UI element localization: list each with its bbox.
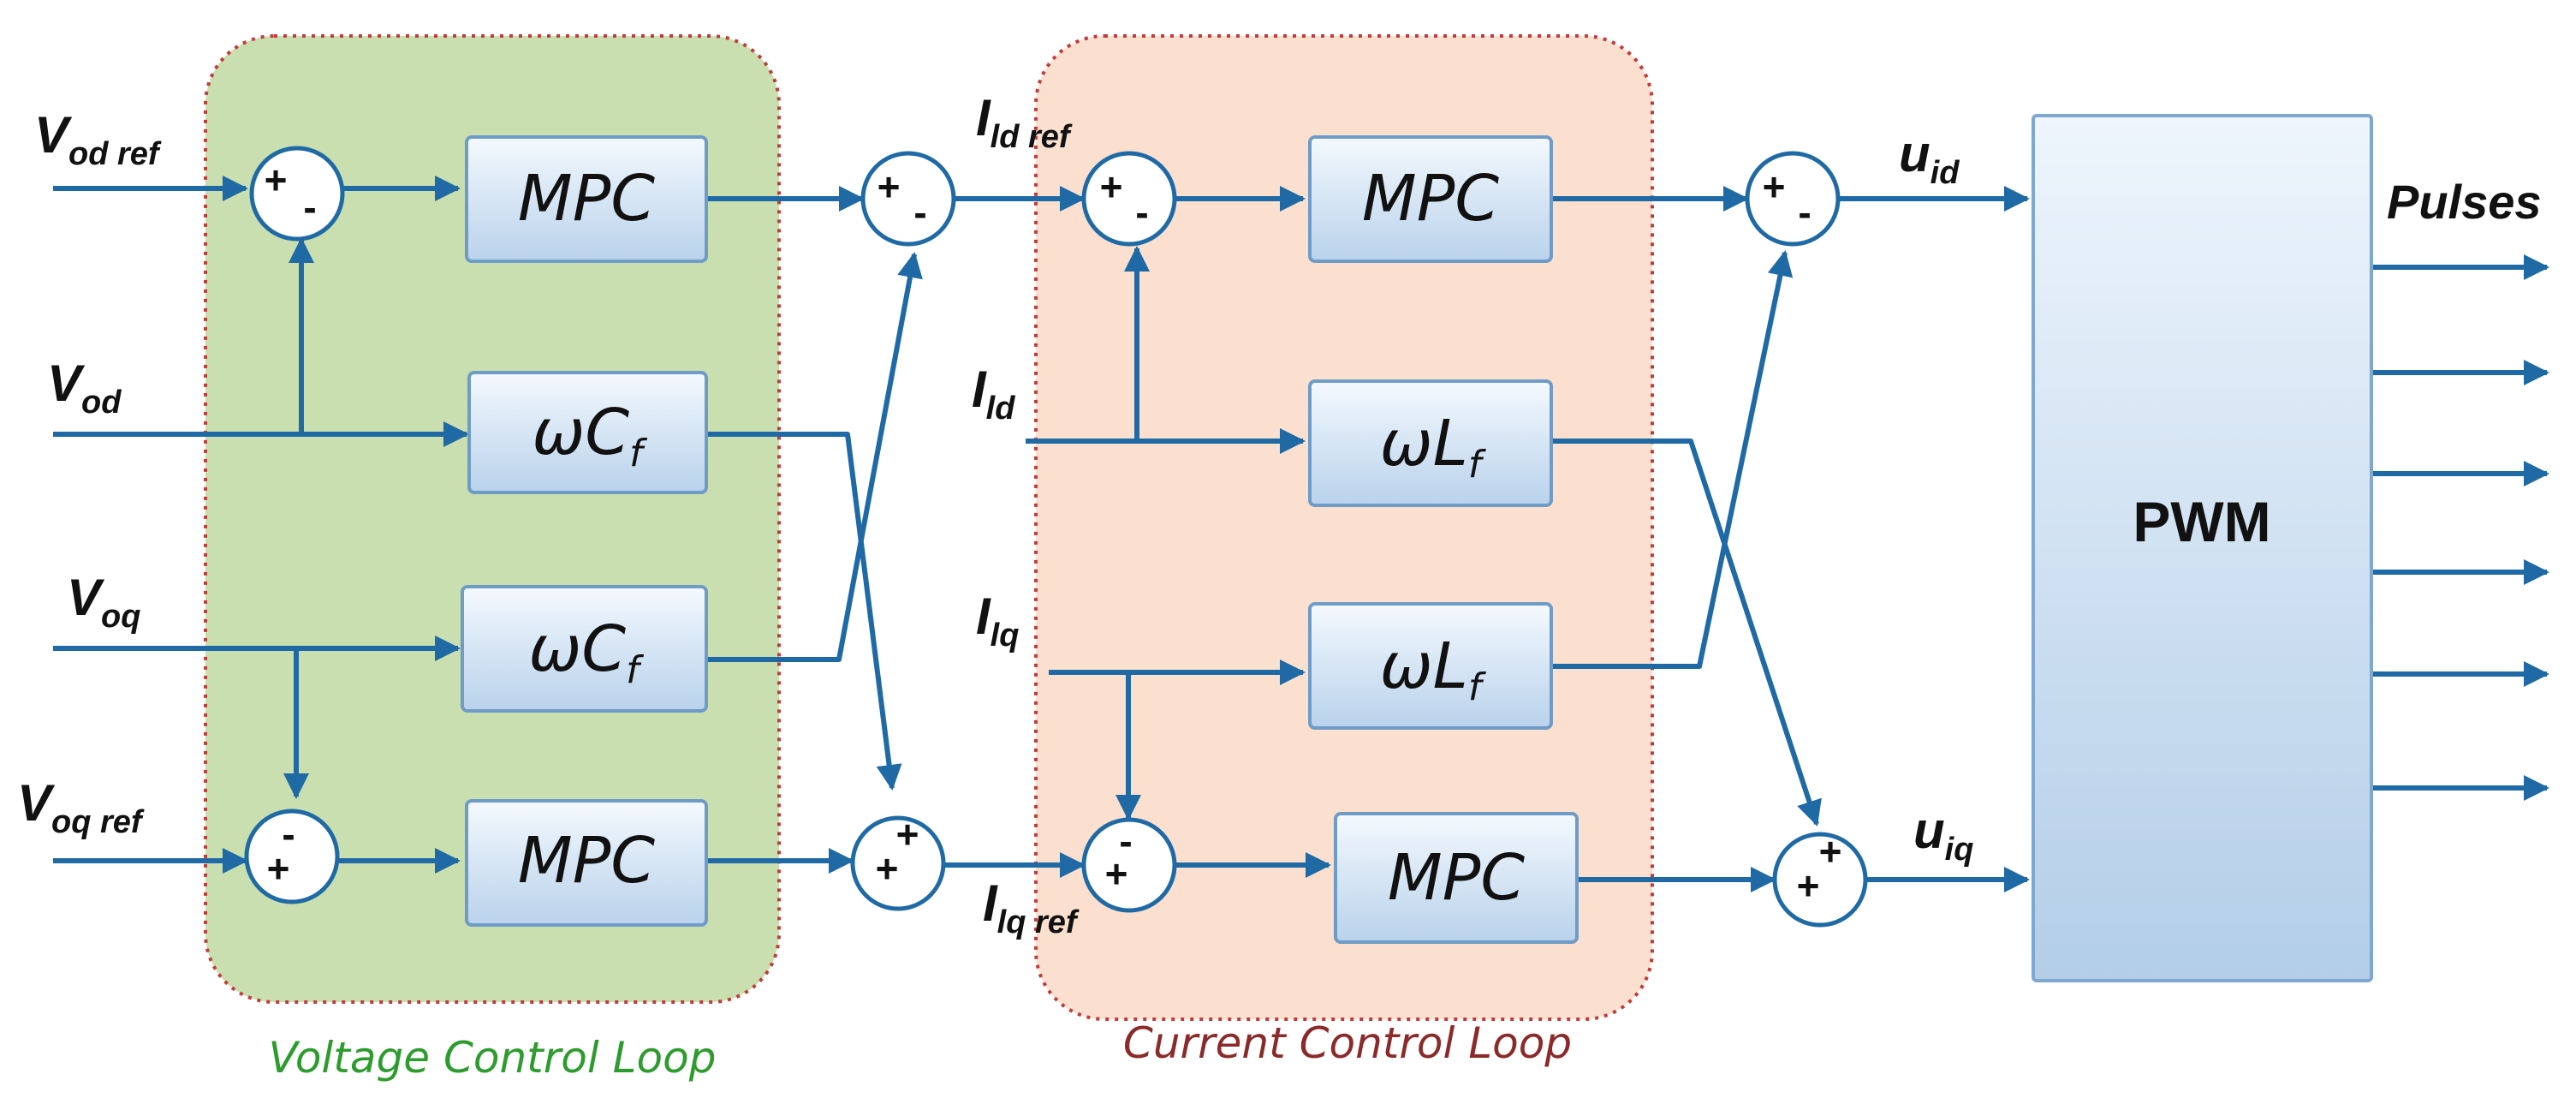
sum-junction-iq-ref: + + [850,812,946,911]
wire-wlf2-cross [1551,250,1794,669]
svg-text:-: - [1135,190,1148,235]
svg-text:MPC: MPC [1388,841,1525,915]
sum-junction-iq: - + [1081,817,1177,913]
svg-text:+: + [1100,164,1123,209]
sum-junction-ud: + - [1745,151,1841,247]
mpc-block-voltage-d: MPC [465,135,708,263]
pwm-block: PWM [2032,114,2373,982]
sum-junction-id: + - [1081,151,1177,247]
svg-text:+: + [265,158,288,202]
svg-text:+: + [876,846,899,891]
svg-text:-: - [1119,819,1132,863]
current-loop-region [1034,34,1654,1021]
label-pulses: Pulses [2387,175,2542,229]
label-ild-ref: Ild ref [976,89,1073,155]
label-ild: Ild [972,361,1015,427]
svg-text:+: + [1105,851,1128,896]
svg-text:-: - [913,190,926,235]
svg-text:ωLf: ωLf [1380,630,1487,709]
voltage-loop-label: Voltage Control Loop [269,1033,717,1083]
label-voq-ref: Voq ref [17,774,145,840]
sum-junction-uq: + + [1772,829,1868,928]
current-loop-label: Current Control Loop [1123,1018,1572,1068]
wire-wlf1-cross [1551,439,1822,827]
svg-text:ωCf: ωCf [532,396,648,475]
svg-text:+: + [1763,164,1786,209]
svg-text:+: + [896,812,919,856]
svg-text:-: - [282,812,294,856]
wire-wcf1-cross [706,432,902,791]
svg-text:-: - [1798,190,1811,235]
svg-text:+: + [878,164,901,209]
sum-junction-vq: - + [244,809,340,904]
wcf-block-q: ωCf [461,585,708,713]
voltage-loop-region [204,34,781,1004]
wlf-block-q: ωLf [1308,602,1553,730]
wlf-block-d: ωLf [1308,379,1553,507]
svg-text:MPC: MPC [518,824,655,898]
svg-text:+: + [267,846,290,891]
wcf-block-d: ωCf [467,371,708,494]
label-uid: uid [1899,125,1960,191]
svg-text:PWM: PWM [2133,490,2270,553]
mpc-block-current-q: MPC [1334,812,1579,944]
svg-text:+: + [1797,863,1820,908]
label-ilq: Ilq [976,588,1019,653]
svg-text:ωLf: ωLf [1380,407,1487,486]
svg-text:+: + [1819,829,1842,874]
mpc-block-current-d: MPC [1308,135,1553,263]
svg-text:ωCf: ωCf [528,612,645,692]
label-uiq: uiq [1913,802,1973,868]
label-ilq-ref: Ilq ref [983,874,1080,940]
sum-junction-id-ref: + - [860,151,956,247]
svg-text:-: - [303,185,316,230]
label-vod: Vod [47,355,122,421]
sum-junction-vd: + - [249,146,345,242]
mpc-block-voltage-q: MPC [465,799,708,927]
wire-wcf2-cross [706,252,923,662]
label-vod-ref: Vod ref [34,106,162,172]
label-voq: Voq [67,569,140,635]
svg-text:MPC: MPC [518,162,655,236]
svg-text:MPC: MPC [1362,162,1499,236]
